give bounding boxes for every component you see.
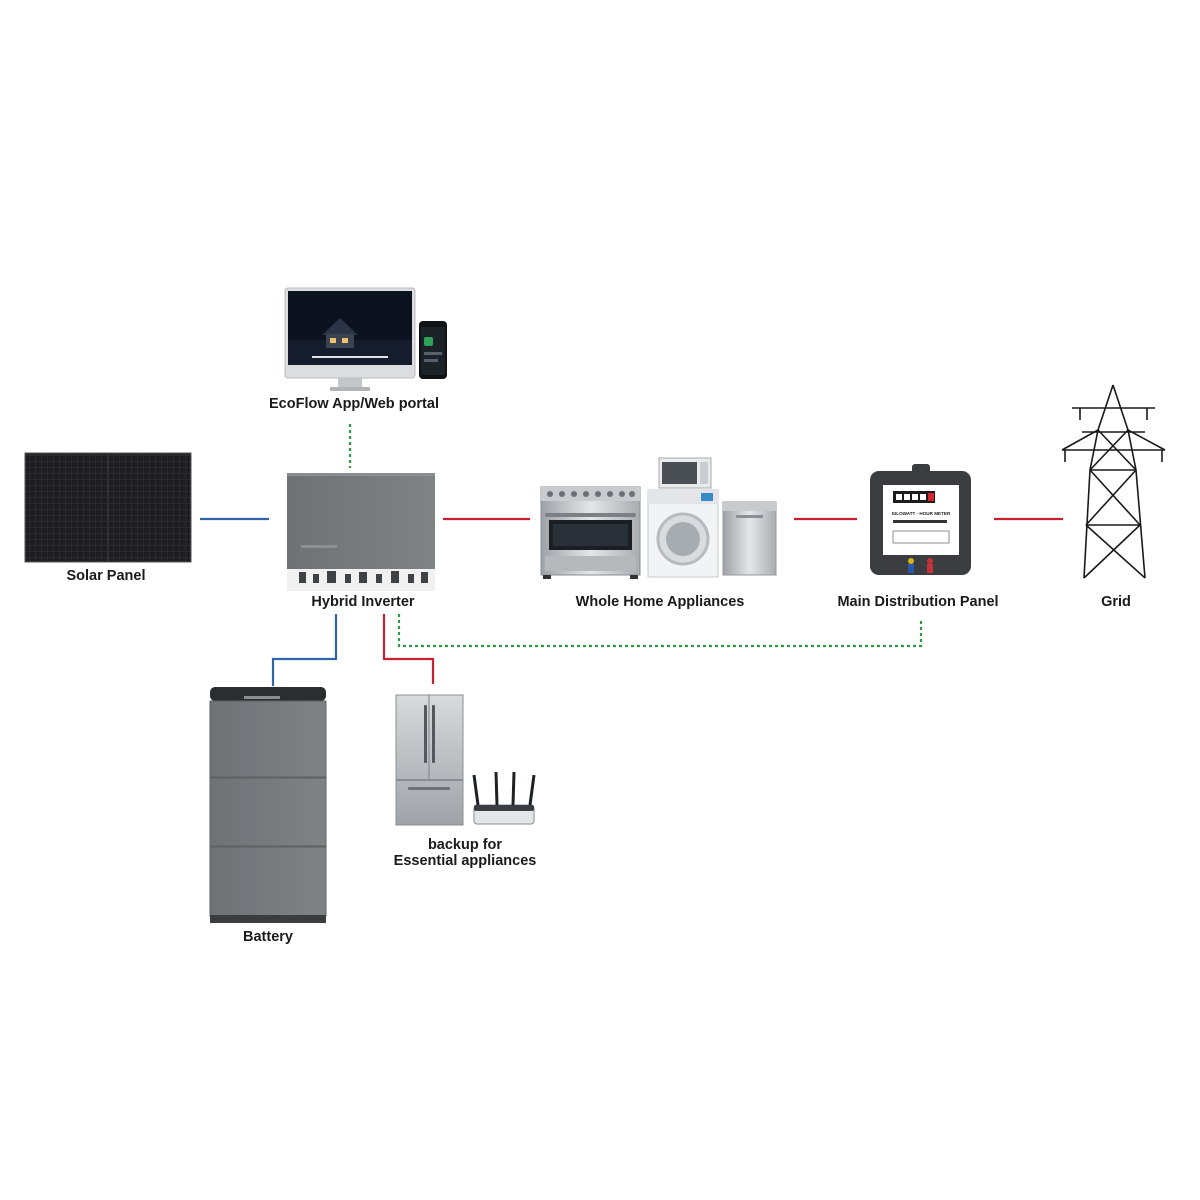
whole-home-appliances — [540, 457, 777, 579]
meter-title: KILOWATT - HOUR METER — [892, 511, 951, 516]
hybrid-inverter — [287, 473, 435, 591]
label-grid: Grid — [1101, 594, 1131, 610]
ac-line-inverter-essential — [382, 614, 435, 684]
app-web-portal-devices — [284, 287, 447, 391]
solar-panel — [24, 452, 192, 563]
wifi-router — [472, 771, 536, 825]
connection-lines — [200, 424, 1063, 686]
label-solar-panel: Solar Panel — [66, 568, 146, 584]
label-essential-line-2: Essential appliances — [393, 853, 537, 869]
label-battery: Battery — [243, 929, 293, 945]
comm-line-inverter-panel — [397, 614, 923, 648]
dishwasher — [722, 501, 777, 576]
dc-line-inverter-battery — [271, 614, 338, 686]
grid-transmission-tower — [1061, 384, 1166, 579]
label-hybrid-inverter: Hybrid Inverter — [311, 594, 415, 610]
battery-stack — [209, 687, 327, 923]
essential-appliances — [395, 694, 536, 826]
label-essential-line-1: backup for — [427, 837, 503, 853]
label-app-web-portal: EcoFlow App/Web portal — [269, 396, 439, 412]
label-main-distribution-panel: Main Distribution Panel — [837, 594, 999, 610]
label-whole-home-appliances: Whole Home Appliances — [575, 594, 745, 610]
kilowatt-hour-meter: KILOWATT - HOUR METER — [870, 464, 971, 575]
